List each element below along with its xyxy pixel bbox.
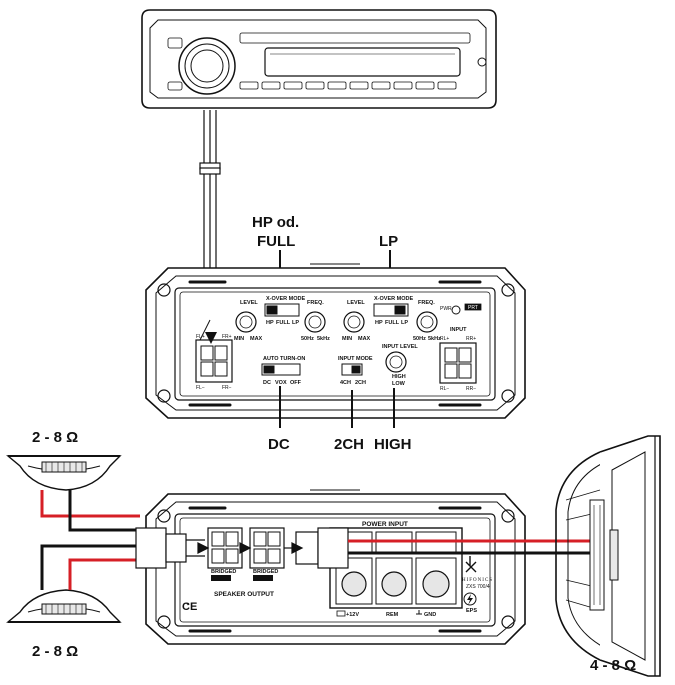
wire-bottom-black (40, 544, 140, 590)
label-plus12v: +12V (346, 612, 359, 618)
power-wires (348, 539, 610, 555)
label-speaker-output: SPEAKER OUTPUT (214, 591, 274, 598)
label-fl-plus: FL+ (196, 334, 205, 340)
label-min-2: MIN (342, 336, 352, 342)
label-ce: CE (182, 601, 197, 613)
callout-high: HIGH (374, 436, 412, 453)
battery-icon (336, 610, 346, 617)
label-lp-1: LP (292, 320, 299, 326)
label-full-2: FULL (385, 320, 400, 326)
label-fr-plus: FR+ (222, 334, 232, 340)
ground-icon (416, 610, 422, 615)
amp-top-labels: FL+ FR+ FL− FR− RL+ RR+ RL− RR− LEVEL MI… (196, 296, 478, 392)
label-max-2: MAX (358, 336, 371, 342)
label-xover-2: X-OVER MODE (374, 296, 413, 302)
label-auto-turn-on: AUTO TURN-ON (263, 356, 305, 362)
label-vox: VOX (275, 380, 287, 386)
rca-plug-arrow (205, 332, 217, 344)
label-rl-plus: RL+ (440, 336, 449, 342)
label-50hz-1: 50Hz (301, 336, 314, 342)
callout-dc: DC (268, 436, 290, 453)
label-eps: EPS (466, 608, 477, 614)
label-full-1: FULL (276, 320, 291, 326)
label-min-1: MIN (234, 336, 244, 342)
label-level-2: LEVEL (347, 300, 365, 306)
label-fl-minus: FL− (196, 385, 205, 391)
label-prt: PRT (468, 305, 478, 311)
label-lp-2: LP (401, 320, 408, 326)
label-pwr: PWR (440, 306, 452, 312)
label-max-1: MAX (250, 336, 263, 342)
speaker-bottom-impedance: 2 - 8 Ω (32, 643, 78, 660)
label-50hz-2: 50Hz (413, 336, 426, 342)
speaker-plug (135, 527, 210, 569)
wire-bottom-red (68, 558, 140, 590)
label-hp-2: HP (375, 320, 383, 326)
label-fr-minus: FR− (222, 385, 232, 391)
label-level-1: LEVEL (240, 300, 258, 306)
wire-top-black (68, 490, 140, 532)
label-2ch: 2CH (355, 380, 366, 386)
power-plug (291, 527, 349, 569)
label-hp-1: HP (266, 320, 274, 326)
label-input-level: INPUT LEVEL (382, 344, 418, 350)
label-model: ZXS 700/4 (466, 584, 490, 590)
callout-hp-od: HP od. (252, 214, 299, 231)
label-5khz-1: 5kHz (317, 336, 330, 342)
speaker-wires (40, 490, 140, 590)
eps-lightning-icon (463, 592, 477, 606)
label-dc: DC (263, 380, 271, 386)
amp-bottom-labels: BRIDGED BRIDGED SPEAKER OUTPUT POWER INP… (182, 521, 493, 618)
label-input-mode: INPUT MODE (338, 356, 373, 362)
label-high: HIGH (392, 374, 406, 380)
label-bridged-2: BRIDGED (253, 569, 278, 575)
label-4ch: 4CH (340, 380, 351, 386)
label-power-input: POWER INPUT (362, 521, 408, 528)
label-bridged-1: BRIDGED (211, 569, 236, 575)
label-freq-1: FREQ. (307, 300, 324, 306)
label-freq-2: FREQ. (418, 300, 435, 306)
speaker-bottom (6, 589, 122, 623)
label-5khz-2: 5kHz (428, 336, 441, 342)
label-rr-minus: RR− (466, 386, 476, 392)
amplifier-bottom (145, 489, 526, 645)
label-low: LOW (392, 381, 406, 387)
amplifier-top (145, 263, 526, 419)
hifonics-logo-icon (465, 556, 477, 573)
label-gnd: GND (424, 612, 436, 618)
wire-top-red (40, 490, 140, 518)
label-rr-plus: RR+ (466, 336, 476, 342)
callout-full: FULL (257, 233, 295, 250)
subwoofer (555, 435, 661, 677)
label-xover-1: X-OVER MODE (266, 296, 305, 302)
callout-lp: LP (379, 233, 398, 250)
label-off: OFF (290, 380, 302, 386)
label-rem: REM (386, 612, 399, 618)
label-rl-minus: RL− (440, 386, 449, 392)
subwoofer-impedance: 4 - 8 Ω (590, 657, 636, 674)
speaker-top (6, 455, 122, 491)
callout-2ch: 2CH (334, 436, 364, 453)
label-input: INPUT (450, 327, 467, 333)
label-brand: HIFONICS (462, 578, 493, 583)
speaker-top-impedance: 2 - 8 Ω (32, 429, 78, 446)
car-radio-head-unit (141, 9, 497, 109)
